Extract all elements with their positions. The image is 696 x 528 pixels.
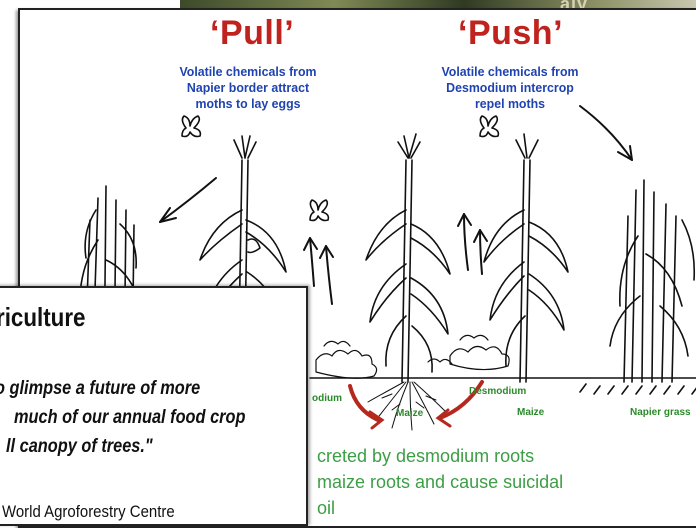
maize-center: [366, 134, 450, 382]
push-caption: Volatile chemicals from Desmodium interc…: [425, 64, 596, 112]
slide-body-line: creted by desmodium roots: [317, 446, 534, 467]
overlay-title: riculture: [0, 302, 85, 333]
slide-body-line: oil: [317, 498, 335, 519]
napier-grass-label: Napier grass: [630, 407, 691, 418]
slide-body-line: maize roots and cause suicidal: [317, 472, 563, 493]
desmodium-label-right: Desmodium: [469, 386, 526, 397]
napier-grass-right: [610, 180, 694, 382]
push-title: ‘Push’: [458, 14, 563, 53]
quote-line: o glimpse a future of more: [0, 378, 200, 400]
moth-icons: [182, 116, 498, 221]
push-caption-line: Desmodium intercrop: [425, 80, 596, 96]
agriculture-quote-slide[interactable]: riculture o glimpse a future of more muc…: [0, 286, 308, 526]
maize-right: [484, 134, 568, 382]
maize-label-center: Maize: [396, 408, 423, 419]
pull-caption-line: moths to lay eggs: [163, 96, 334, 112]
pull-caption-line: Napier border attract: [163, 80, 334, 96]
flow-arrows: [160, 106, 632, 304]
desmodium-label-left: odium: [312, 393, 342, 404]
quote-credit: World Agroforestry Centre: [2, 502, 175, 522]
desmodium-clumps: [316, 335, 509, 378]
push-caption-line: Volatile chemicals from: [425, 64, 596, 80]
maize-label-right: Maize: [517, 407, 544, 418]
pull-caption-line: Volatile chemicals from: [163, 64, 334, 80]
quote-line: much of our annual food crop: [14, 407, 245, 429]
pull-caption: Volatile chemicals from Napier border at…: [163, 64, 334, 112]
pull-title: ‘Pull’: [210, 14, 294, 53]
push-caption-line: repel moths: [425, 96, 596, 112]
quote-line: ll canopy of trees.": [6, 436, 153, 458]
